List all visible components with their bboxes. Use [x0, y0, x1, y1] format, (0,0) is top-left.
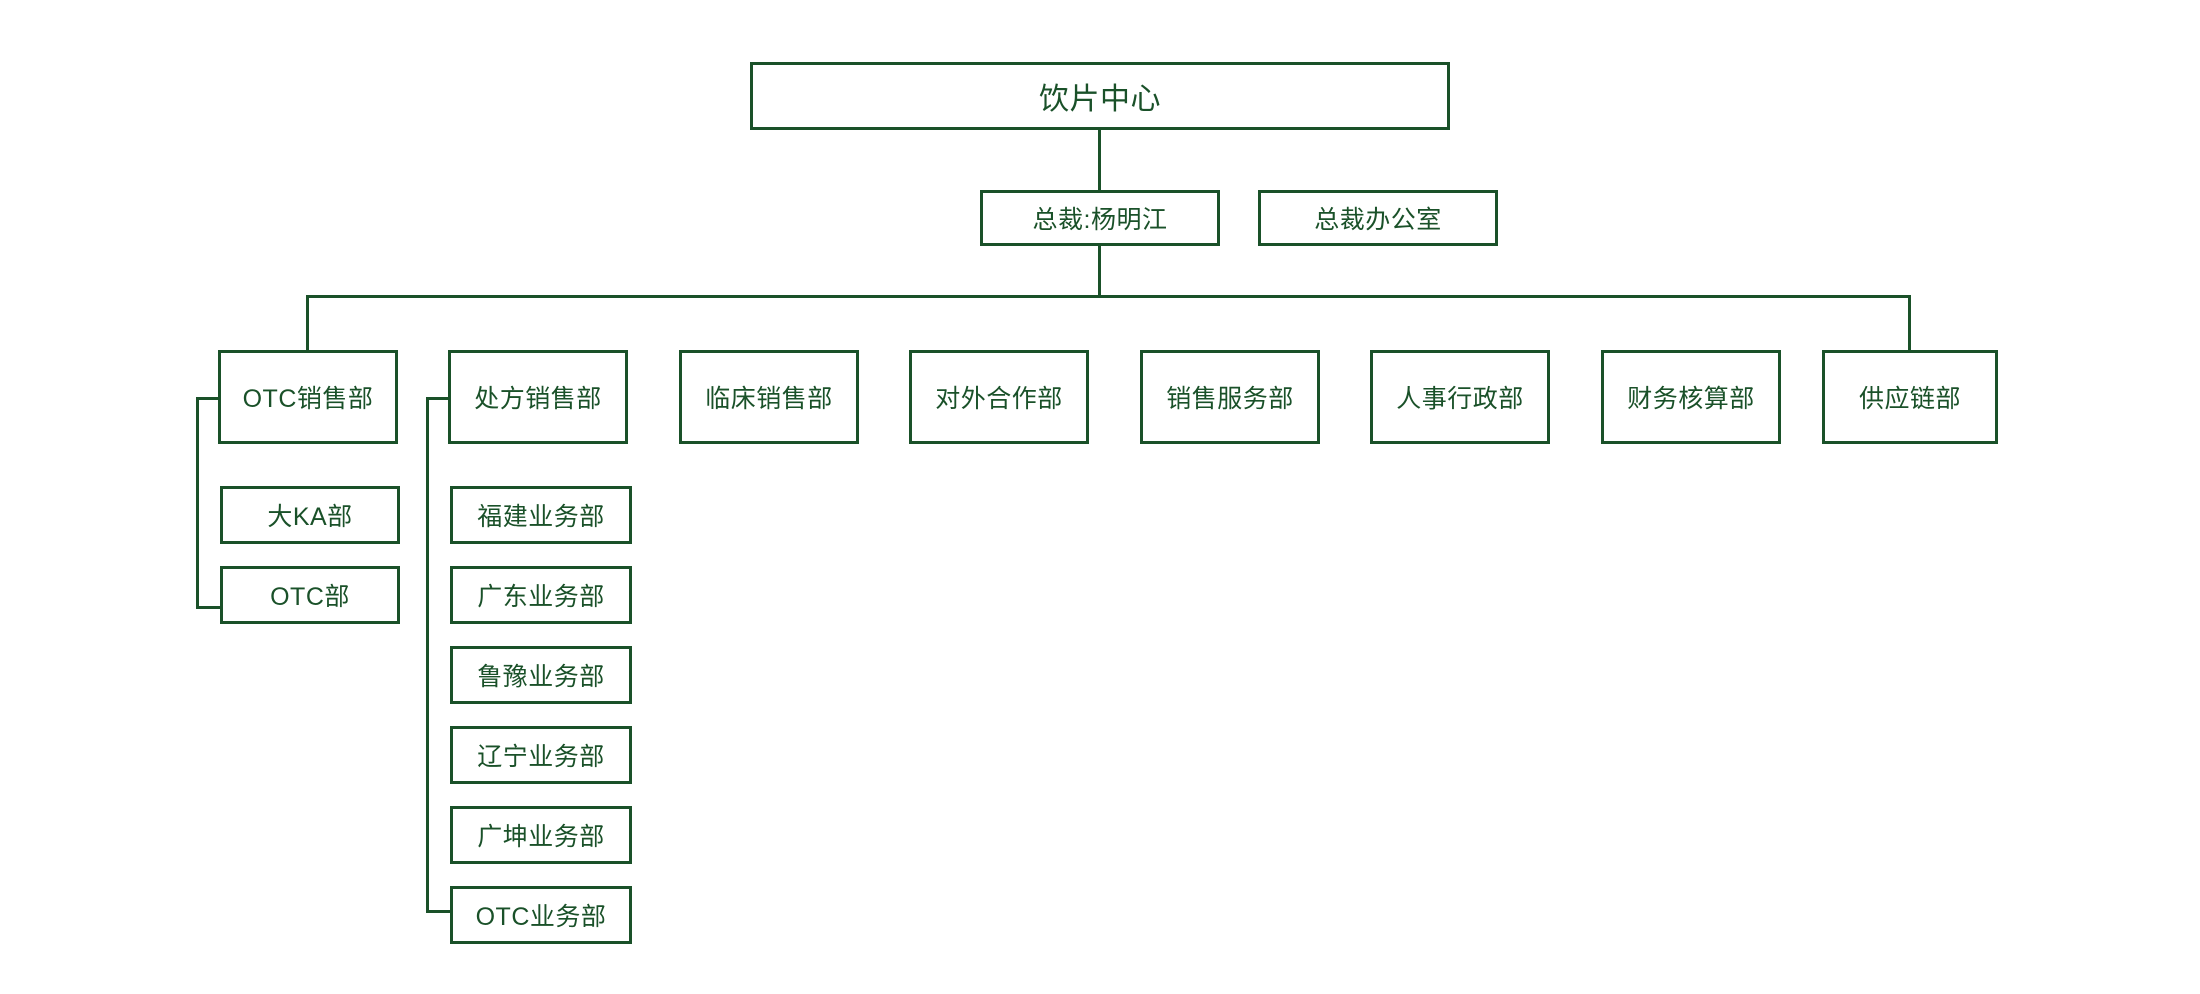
node-dept-otc-sales[interactable]: OTC销售部 — [218, 350, 398, 444]
node-dept-supply-chain-label: 供应链部 — [1858, 385, 1961, 413]
node-sub-luyu-label: 鲁豫业务部 — [477, 663, 605, 691]
node-sub-fujian-label: 福建业务部 — [477, 503, 605, 531]
node-root-label: 饮片中心 — [1039, 83, 1161, 116]
node-sub-liaoning-label: 辽宁业务部 — [477, 743, 605, 771]
node-root[interactable]: 饮片中心 — [750, 62, 1450, 130]
node-sub-guangkun-label: 广坤业务部 — [477, 823, 605, 851]
node-president[interactable]: 总裁:杨明江 — [980, 190, 1220, 246]
node-dept-external-cooperation-label: 对外合作部 — [935, 385, 1063, 413]
connector-bus-to-dept-8 — [1908, 295, 1911, 350]
node-dept-finance-accounting[interactable]: 财务核算部 — [1601, 350, 1781, 444]
connector-prescription-spine — [426, 397, 429, 913]
node-sub-luyu[interactable]: 鲁豫业务部 — [450, 646, 632, 704]
connector-department-bus — [308, 295, 1910, 298]
node-dept-hr-admin[interactable]: 人事行政部 — [1370, 350, 1550, 444]
node-dept-finance-accounting-label: 财务核算部 — [1627, 385, 1755, 413]
node-dept-hr-admin-label: 人事行政部 — [1396, 385, 1524, 413]
node-dept-sales-service[interactable]: 销售服务部 — [1140, 350, 1320, 444]
connector-otc-stub-left — [196, 397, 220, 400]
node-president-office-label: 总裁办公室 — [1314, 206, 1442, 234]
node-dept-prescription-sales[interactable]: 处方销售部 — [448, 350, 628, 444]
node-sub-big-ka[interactable]: 大KA部 — [220, 486, 400, 544]
node-sub-guangdong[interactable]: 广东业务部 — [450, 566, 632, 624]
node-dept-supply-chain[interactable]: 供应链部 — [1822, 350, 1998, 444]
connector-root-to-president — [1098, 130, 1101, 190]
node-president-label: 总裁:杨明江 — [1032, 206, 1168, 234]
node-sub-otc[interactable]: OTC部 — [220, 566, 400, 624]
node-sub-otc-label: OTC部 — [270, 583, 350, 611]
connector-president-to-bus — [1098, 245, 1101, 297]
node-sub-otc-business[interactable]: OTC业务部 — [450, 886, 632, 944]
node-dept-sales-service-label: 销售服务部 — [1166, 385, 1294, 413]
node-sub-big-ka-label: 大KA部 — [267, 503, 353, 531]
node-sub-guangkun[interactable]: 广坤业务部 — [450, 806, 632, 864]
node-sub-otc-business-label: OTC业务部 — [475, 903, 607, 931]
node-sub-fujian[interactable]: 福建业务部 — [450, 486, 632, 544]
node-dept-clinical-sales[interactable]: 临床销售部 — [679, 350, 859, 444]
node-president-office[interactable]: 总裁办公室 — [1258, 190, 1498, 246]
node-dept-external-cooperation[interactable]: 对外合作部 — [909, 350, 1089, 444]
node-dept-otc-sales-label: OTC销售部 — [242, 385, 374, 413]
connector-bus-to-dept-1 — [306, 295, 309, 350]
node-dept-clinical-sales-label: 临床销售部 — [705, 385, 833, 413]
node-sub-guangdong-label: 广东业务部 — [477, 583, 605, 611]
node-sub-liaoning[interactable]: 辽宁业务部 — [450, 726, 632, 784]
node-dept-prescription-sales-label: 处方销售部 — [474, 385, 602, 413]
connector-prescription-stub-left — [426, 397, 450, 400]
connector-otc-stub-bottom — [196, 606, 220, 609]
connector-otc-spine — [196, 397, 199, 609]
connector-prescription-stub-bottom — [426, 910, 450, 913]
